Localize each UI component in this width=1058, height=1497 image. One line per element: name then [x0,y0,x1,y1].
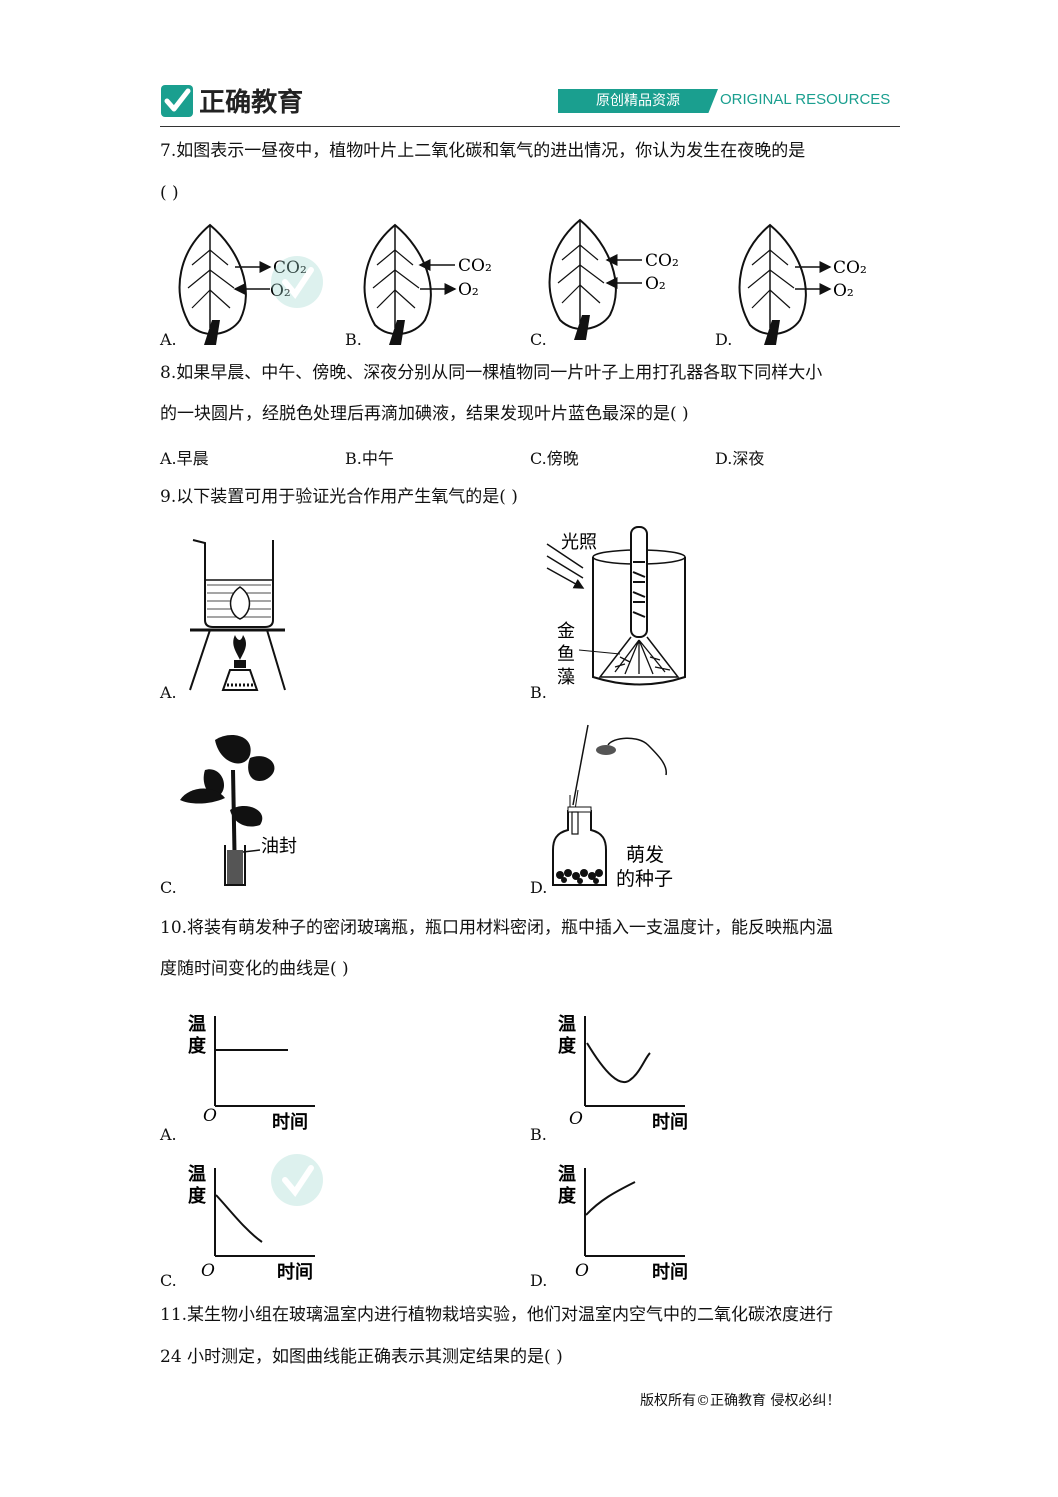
q9a-figure [189,539,286,691]
q7-paren: ( ) [160,183,179,203]
q9b-alga-2: 鱼 [557,644,575,665]
q7-option-b[interactable]: B. [345,330,362,349]
q9b-alga-3: 藻 [557,667,575,688]
q9d-figure: 萌发 的种子 [552,724,673,890]
q8-stem-line1: 8.如果早晨、中午、傍晚、深夜分别从同一棵植物同一片叶子上用打孔器各取下同样大小 [160,363,823,383]
q10b-graph: 温 度 O 时间 [558,1014,688,1133]
q9d-seeds-label-1: 萌发 [626,844,664,866]
q8-option-d[interactable]: D.深夜 [715,449,765,468]
q9c-oil-label: 油封 [261,836,297,857]
q10c-origin: O [201,1261,215,1281]
banner-en: ORIGINAL RESOURCES [720,91,891,108]
q10d-xlabel: 时间 [652,1262,688,1283]
q10b-xlabel: 时间 [652,1112,688,1133]
q7-option-c[interactable]: C. [530,330,547,349]
q10-stem-line1: 10.将装有萌发种子的密闭玻璃瓶，瓶口用材料密闭，瓶中插入一支温度计，能反映瓶内… [160,918,834,938]
q10d-ylabel-1: 温 [558,1164,576,1185]
q10a-graph: 温 度 O 时间 [188,1014,315,1133]
q10-option-d[interactable]: D. [530,1271,548,1290]
leaf-d-figure: CO₂ O₂ [738,223,867,345]
q9c-figure: 油封 [180,735,297,886]
logo-text: 正确教育 [199,88,304,118]
q7c-o2: O₂ [645,274,666,294]
q10b-ylabel-2: 度 [558,1035,577,1057]
q7-option-a[interactable]: A. [160,330,177,349]
q8-option-a[interactable]: A.早晨 [160,449,209,468]
leaf-c-figure: CO₂ O₂ [548,218,679,340]
q10-option-a[interactable]: A. [160,1125,177,1144]
q7-stem: 7.如图表示一昼夜中，植物叶片上二氧化碳和氧气的进出情况，你认为发生在夜晚的是 [160,141,806,161]
q8-option-c[interactable]: C.傍晚 [530,449,579,468]
q10c-ylabel-1: 温 [188,1164,206,1185]
q7-figures: CO₂ O₂ CO₂ O₂ CO₂ O₂ CO₂ O₂ [178,218,867,345]
q9d-seeds-label-2: 的种子 [616,868,673,890]
q10d-origin: O [575,1261,589,1281]
watermark-icon [271,256,323,308]
header-rule [160,126,900,127]
q7d-co2: CO₂ [833,258,867,278]
q9-stem: 9.以下装置可用于验证光合作用产生氧气的是( ) [160,487,518,507]
q8-stem-line2: 的一块圆片，经脱色处理后再滴加碘液，结果发现叶片蓝色最深的是( ) [160,404,689,424]
q10b-ylabel-1: 温 [558,1014,576,1035]
leaf-a-figure: CO₂ O₂ [178,223,307,345]
check-logo-icon [161,84,193,117]
q10b-origin: O [569,1109,583,1129]
logo: 正确教育 [160,82,303,119]
q10c-graph: 温 度 O 时间 [188,1164,315,1283]
q10-option-c[interactable]: C. [160,1271,177,1290]
q7d-o2: O₂ [833,281,854,301]
q7a-o2: O₂ [270,281,291,301]
q7b-o2: O₂ [458,280,479,300]
q7a-co2: CO₂ [273,258,307,278]
q7-option-d[interactable]: D. [715,330,733,349]
q10d-graph: 温 度 O 时间 [558,1164,688,1283]
q9b-light-label: 光照 [561,532,597,553]
q7c-co2: CO₂ [645,251,679,271]
q10a-ylabel-1: 温 [188,1014,206,1035]
q10d-ylabel-2: 度 [558,1185,577,1207]
q10a-origin: O [203,1106,217,1126]
q10-stem-line2: 度随时间变化的曲线是( ) [160,959,349,979]
q7b-co2: CO₂ [458,256,492,276]
q10a-xlabel: 时间 [272,1112,308,1133]
q9b-alga-1: 金 [557,621,575,642]
q9-option-a[interactable]: A. [160,683,177,702]
q11-stem-line2: 24 小时测定，如图曲线能正确表示其测定结果的是( ) [160,1347,563,1367]
q10c-xlabel: 时间 [277,1262,313,1283]
q9b-figure: 光照 金 鱼 藻 [546,526,686,688]
q8-option-b[interactable]: B.中午 [345,449,394,468]
q10c-ylabel-2: 度 [188,1185,207,1207]
watermark-icon-2 [271,1154,323,1206]
q10a-ylabel-2: 度 [188,1035,207,1057]
q9-option-d[interactable]: D. [530,878,548,897]
leaf-b-figure: CO₂ O₂ [363,223,492,345]
banner-cn: 原创精品资源 [558,89,718,113]
q9-option-c[interactable]: C. [160,878,177,897]
q11-stem-line1: 11.某生物小组在玻璃温室内进行植物栽培实验，他们对温室内空气中的二氧化碳浓度进… [160,1305,834,1325]
q9-option-b[interactable]: B. [530,683,547,702]
copyright-footer: 版权所有©正确教育 侵权必纠！ [640,1393,841,1409]
q10-option-b[interactable]: B. [530,1125,547,1144]
